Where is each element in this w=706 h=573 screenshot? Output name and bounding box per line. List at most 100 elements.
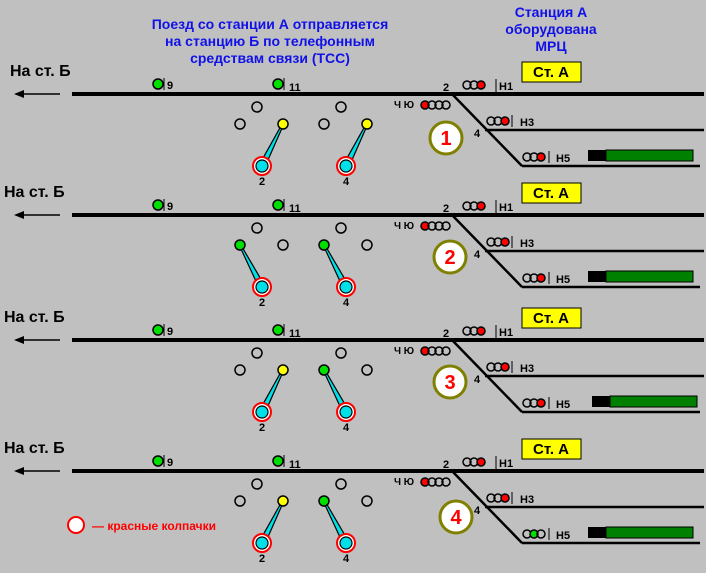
key-lamp-top: [335, 101, 347, 113]
key-pivot[interactable]: [255, 405, 269, 419]
switch-4-label: 4: [474, 374, 481, 386]
signal-9-label: 9: [167, 80, 173, 92]
ch-signal-lamp: [427, 477, 437, 487]
h1-lamp: [476, 201, 486, 211]
key-lamp-left: [318, 364, 330, 376]
key-pivot[interactable]: [255, 159, 269, 173]
step-number: 4: [450, 507, 462, 529]
h1-lamp: [476, 457, 486, 467]
signal-9-label: 9: [167, 457, 173, 469]
ch-signal-lamp: [434, 100, 444, 110]
key-lamp-right: [361, 364, 373, 376]
ch-signal-lamp: [427, 221, 437, 231]
h1-lamp: [462, 457, 472, 467]
key-lamp-left: [234, 118, 246, 130]
track-bar-head: [592, 396, 610, 407]
h5-lamp: [536, 152, 546, 162]
h1-lamp: [462, 80, 472, 90]
ch-signal-lamp: [420, 477, 430, 487]
ch-signal-lamp: [420, 100, 430, 110]
switch-key-2[interactable]: 2: [234, 101, 289, 188]
h5-label: Н5: [556, 274, 570, 286]
station-a-box: [521, 307, 582, 329]
key-label: 2: [259, 297, 265, 309]
h5-label: Н5: [556, 153, 570, 165]
signal-9-label: 9: [167, 201, 173, 213]
key-lamp-right: [277, 239, 289, 251]
key-label: 4: [343, 422, 350, 434]
key-label: 4: [343, 297, 350, 309]
left-caption-line: на станцию Б по телефонным: [165, 33, 375, 49]
track-bar-head: [588, 527, 606, 538]
switch-key-2[interactable]: 2: [234, 478, 289, 565]
switch-key-2[interactable]: 2: [234, 347, 289, 434]
key-pivot[interactable]: [339, 536, 353, 550]
signal-9-lamp: [152, 199, 164, 211]
switch-key-4[interactable]: 4: [318, 347, 373, 434]
switch-key-2[interactable]: 2: [234, 222, 289, 309]
h3-lamp: [500, 493, 510, 503]
key-label: 2: [259, 176, 265, 188]
station-a-box: [521, 61, 582, 83]
switch-4-label: 4: [474, 128, 481, 140]
h1-label: Н1: [499, 202, 513, 214]
direction-label: На ст. Б: [4, 184, 65, 201]
ch-signal-label: Ч Ю: [394, 477, 414, 488]
switch-key-4[interactable]: 4: [318, 101, 373, 188]
h3-label: Н3: [520, 117, 534, 129]
step-number: 2: [444, 247, 455, 269]
signal-9-label: 9: [167, 326, 173, 338]
ch-signal-label: Ч Ю: [394, 100, 414, 111]
h1-lamp: [462, 326, 472, 336]
step-number: 3: [444, 372, 455, 394]
h5-lamp: [522, 273, 532, 283]
track-occupancy-bar: [609, 395, 698, 408]
h3-label: Н3: [520, 238, 534, 250]
switch-key-4[interactable]: 4: [318, 222, 373, 309]
h3-lamp: [486, 116, 496, 126]
h3-label: Н3: [520, 494, 534, 506]
key-pivot[interactable]: [255, 280, 269, 294]
right-caption: Станция А оборудована МРЦ: [486, 4, 616, 55]
key-label: 2: [259, 553, 265, 565]
step-circle: [432, 364, 468, 400]
h3-label: Н3: [520, 363, 534, 375]
key-lamp-right: [277, 364, 289, 376]
h5-lamp: [536, 273, 546, 283]
left-caption-line: средствам связи (ТСС): [190, 50, 350, 66]
red-cap-legend-icon: [67, 516, 85, 534]
signal-11-lamp: [272, 78, 284, 90]
h1-label: Н1: [499, 327, 513, 339]
key-pivot[interactable]: [255, 536, 269, 550]
track-occupancy-bar: [605, 270, 694, 283]
key-pivot[interactable]: [339, 405, 353, 419]
ch-signal-lamp: [441, 477, 451, 487]
h1-label: Н1: [499, 81, 513, 93]
key-lamp-top: [335, 222, 347, 234]
signal-11-label: 11: [289, 328, 301, 340]
right-caption-line: Станция А: [514, 4, 588, 20]
h3-lamp: [500, 362, 510, 372]
ch-signal-label: Ч Ю: [394, 221, 414, 232]
switch-key-4[interactable]: 4: [318, 478, 373, 565]
signal-9-lamp: [152, 78, 164, 90]
h3-lamp: [500, 237, 510, 247]
step-circle: [428, 120, 464, 156]
key-lamp-left: [318, 118, 330, 130]
ch-signal-lamp: [427, 346, 437, 356]
h5-lamp: [522, 152, 532, 162]
signal-11-lamp: [272, 199, 284, 211]
arrow-left-icon: [14, 467, 24, 475]
ch-signal-lamp: [434, 221, 444, 231]
key-lamp-top: [335, 347, 347, 359]
track-occupancy-bar: [605, 149, 694, 162]
key-lamp-right: [361, 239, 373, 251]
key-pivot[interactable]: [339, 159, 353, 173]
key-label: 2: [259, 422, 265, 434]
h5-label: Н5: [556, 530, 570, 542]
key-lamp-top: [251, 347, 263, 359]
key-pivot[interactable]: [339, 280, 353, 294]
h5-lamp: [536, 529, 546, 539]
